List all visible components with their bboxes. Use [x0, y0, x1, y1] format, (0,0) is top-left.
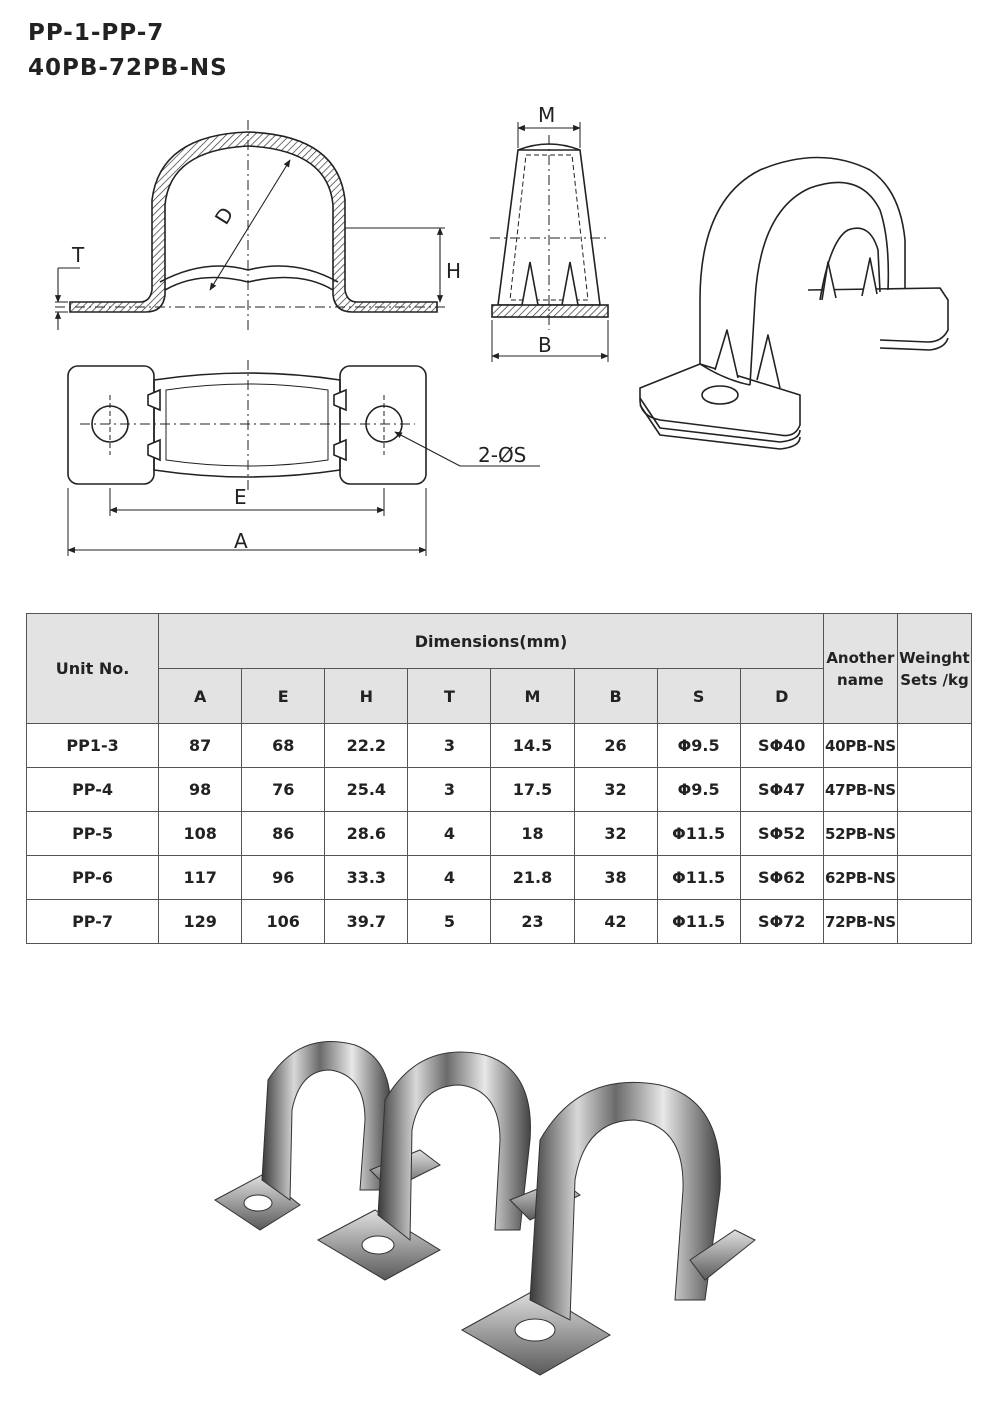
cell-b: 26 [573, 723, 658, 768]
weight-header: Weinght Sets /kg [896, 613, 973, 724]
cell-b: 32 [573, 811, 658, 856]
cell-m: 14.5 [490, 723, 575, 768]
clamp-small [214, 1041, 441, 1231]
thickness-label: T [71, 243, 85, 267]
isometric-view-drawing [639, 156, 949, 450]
base-b-label: B [538, 333, 552, 357]
unit-cell: PP-6 [25, 855, 160, 900]
cell-s: Φ9.5 [656, 767, 741, 812]
cell-m: 21.8 [490, 855, 575, 900]
another-name-cell: 62PB-NS [822, 855, 898, 900]
width-m-label: M [538, 103, 555, 127]
column-header-h: H [324, 668, 409, 724]
product-photo [214, 1041, 756, 1376]
cell-b: 38 [573, 855, 658, 900]
cell-b: 42 [573, 899, 658, 944]
column-header-s: S [656, 668, 741, 724]
cell-a: 117 [158, 855, 243, 900]
cell-s: Φ9.5 [656, 723, 741, 768]
table-row: PP-5 108 86 28.6 4 18 32 Φ11.5 SΦ52 52PB… [25, 811, 973, 856]
table-row: PP1-3 87 68 22.2 3 14.5 26 Φ9.5 SΦ40 40P… [25, 723, 973, 768]
cell-t: 3 [407, 767, 492, 812]
another-name-cell: 40PB-NS [822, 723, 898, 768]
cell-a: 129 [158, 899, 243, 944]
cell-h: 39.7 [324, 899, 409, 944]
cell-d: SΦ40 [739, 723, 824, 768]
specification-table: Unit No. Dimensions(mm) Another name Wei… [25, 613, 973, 944]
front-view-drawing [54, 120, 445, 330]
cell-t: 4 [407, 855, 492, 900]
weight-cell [896, 899, 973, 944]
height-label: H [446, 259, 461, 283]
cell-d: SΦ52 [739, 811, 824, 856]
table-row: PP-6 117 96 33.3 4 21.8 38 Φ11.5 SΦ62 62… [25, 855, 973, 900]
another-name-cell: 52PB-NS [822, 811, 898, 856]
unit-cell: PP-7 [25, 899, 160, 944]
another-name-cell: 72PB-NS [822, 899, 898, 944]
cell-a: 87 [158, 723, 243, 768]
dimensions-header: Dimensions(mm) [158, 613, 824, 669]
hole-diameter-label: 2-ØS [478, 443, 526, 467]
column-header-t: T [407, 668, 492, 724]
cell-m: 17.5 [490, 767, 575, 812]
another-name-cell: 47PB-NS [822, 767, 898, 812]
unit-no-header: Unit No. [25, 613, 160, 724]
cell-s: Φ11.5 [656, 855, 741, 900]
unit-cell: PP-5 [25, 811, 160, 856]
column-header-d: D [739, 668, 824, 724]
cell-e: 86 [241, 811, 326, 856]
cell-h: 28.6 [324, 811, 409, 856]
cell-a: 98 [158, 767, 243, 812]
column-header-m: M [490, 668, 575, 724]
cell-d: SΦ62 [739, 855, 824, 900]
unit-cell: PP1-3 [25, 723, 160, 768]
column-header-b: B [573, 668, 658, 724]
another-name-header: Another name [822, 613, 898, 724]
cell-d: SΦ72 [739, 899, 824, 944]
clamp-large [460, 1081, 756, 1376]
weight-cell [896, 723, 973, 768]
length-e-label: E [234, 485, 247, 509]
diameter-label: D [210, 203, 239, 229]
cell-t: 5 [407, 899, 492, 944]
cell-s: Φ11.5 [656, 899, 741, 944]
cell-d: SΦ47 [739, 767, 824, 812]
product-code-title: PP-1-PP-7 [28, 20, 165, 46]
table-row: PP-4 98 76 25.4 3 17.5 32 Φ9.5 SΦ47 47PB… [25, 767, 973, 812]
cell-e: 96 [241, 855, 326, 900]
weight-cell [896, 767, 973, 812]
side-view-drawing [490, 122, 610, 362]
cell-e: 68 [241, 723, 326, 768]
cell-m: 23 [490, 899, 575, 944]
technical-drawings: D T H M B [54, 103, 949, 556]
cell-s: Φ11.5 [656, 811, 741, 856]
column-header-a: A [158, 668, 243, 724]
table-row: PP-7 129 106 39.7 5 23 42 Φ11.5 SΦ72 72P… [25, 899, 973, 944]
cell-e: 76 [241, 767, 326, 812]
cell-m: 18 [490, 811, 575, 856]
column-header-e: E [241, 668, 326, 724]
length-a-label: A [234, 529, 248, 553]
weight-cell [896, 855, 973, 900]
product-alias-title: 40PB-72PB-NS [28, 55, 228, 81]
cell-h: 22.2 [324, 723, 409, 768]
cell-t: 3 [407, 723, 492, 768]
cell-h: 33.3 [324, 855, 409, 900]
cell-h: 25.4 [324, 767, 409, 812]
cell-a: 108 [158, 811, 243, 856]
cell-e: 106 [241, 899, 326, 944]
unit-cell: PP-4 [25, 767, 160, 812]
weight-cell [896, 811, 973, 856]
cell-t: 4 [407, 811, 492, 856]
top-view-drawing [67, 360, 540, 556]
cell-b: 32 [573, 767, 658, 812]
